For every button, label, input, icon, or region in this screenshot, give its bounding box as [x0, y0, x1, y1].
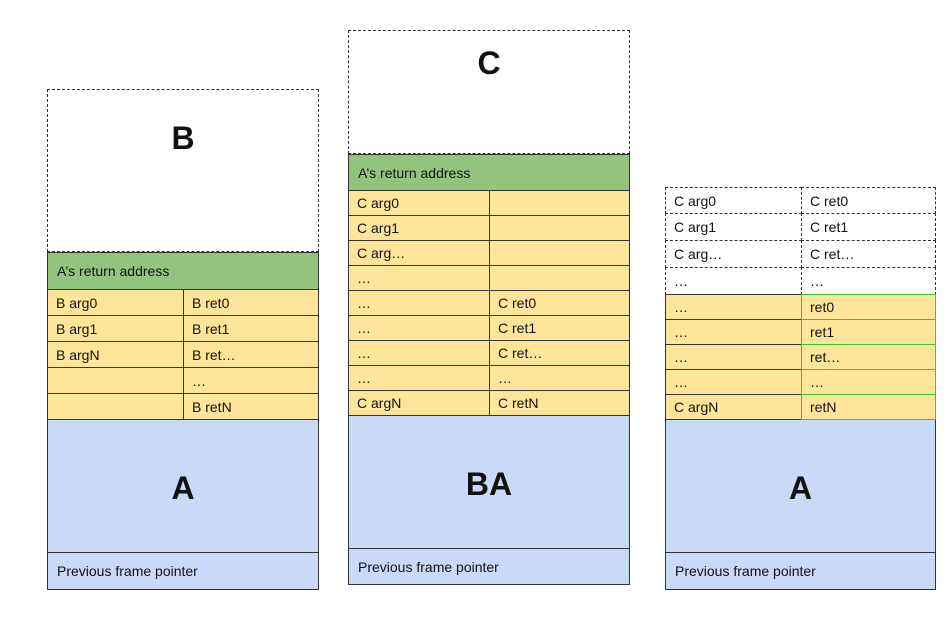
right-frame-a-label: A	[788, 470, 813, 506]
middle-frame-c-label: C	[477, 45, 501, 81]
middle-arg-cell: …	[348, 340, 490, 366]
table-row: C arg…	[348, 240, 630, 266]
table-row: B argN B ret…	[47, 341, 319, 368]
table-row: C arg… C ret…	[665, 240, 936, 268]
middle-ret-cell: C retN	[489, 390, 630, 416]
right-callee-ret-cell: C ret…	[801, 240, 936, 268]
middle-ret-cell	[489, 265, 630, 291]
right-arg-cell: C argN	[665, 394, 802, 420]
left-ret-cell: B ret1	[183, 315, 319, 342]
middle-ret-cell	[489, 240, 630, 266]
left-ret-cell: B retN	[183, 393, 319, 420]
right-arg-cell: …	[665, 344, 802, 370]
middle-arg-cell: …	[348, 365, 490, 391]
left-arg-cell: B arg0	[47, 289, 184, 316]
left-arg-cell	[47, 393, 184, 420]
table-row: C arg1	[348, 215, 630, 241]
table-row: … C ret0	[348, 290, 630, 316]
middle-ret-cell	[489, 190, 630, 216]
right-previous-frame-pointer: Previous frame pointer	[665, 552, 936, 590]
middle-ret-cell: …	[489, 365, 630, 391]
middle-return-address: A’s return address	[348, 154, 630, 191]
right-callee-arg-cell: …	[665, 267, 802, 295]
middle-previous-frame-pointer: Previous frame pointer	[348, 548, 630, 585]
right-arg-cell: …	[665, 319, 802, 345]
left-previous-frame-pointer: Previous frame pointer	[47, 552, 319, 590]
table-row: … C ret1	[348, 315, 630, 341]
right-ret-cell: retN	[801, 394, 936, 420]
right-callee-ret-cell: …	[801, 267, 936, 295]
table-row: … …	[665, 369, 936, 395]
table-row: … …	[665, 267, 936, 295]
table-row: B arg0 B ret0	[47, 289, 319, 316]
left-frame-a: A	[47, 419, 319, 553]
middle-frame-c: C	[348, 30, 630, 154]
left-frame-a-label: A	[171, 470, 195, 506]
table-row: …	[348, 265, 630, 291]
table-row: C arg1 C ret1	[665, 213, 936, 241]
middle-frame-ba: BA	[348, 415, 630, 549]
right-callee-ret-cell: C ret1	[801, 213, 936, 241]
table-row: … C ret…	[348, 340, 630, 366]
middle-stack: C A’s return address C arg0 C arg1 C arg…	[348, 30, 630, 585]
right-frame-a: A	[665, 419, 936, 553]
right-ret-cell: ret…	[801, 344, 936, 370]
middle-arg-cell: …	[348, 265, 490, 291]
table-row: C arg0	[348, 190, 630, 216]
table-row: …	[47, 367, 319, 394]
right-ret-cell: …	[801, 369, 936, 395]
middle-arg-cell: C arg0	[348, 190, 490, 216]
right-stack: C arg0 C ret0 C arg1 C ret1 C arg… C ret…	[665, 187, 936, 590]
table-row: … ret0	[665, 294, 936, 320]
middle-arg-cell: …	[348, 315, 490, 341]
left-stack: B A’s return address B arg0 B ret0 B arg…	[47, 89, 319, 590]
left-ret-cell: …	[183, 367, 319, 394]
table-row: C argN retN	[665, 394, 936, 420]
right-arg-cell: …	[665, 294, 802, 320]
right-callee-arg-cell: C arg…	[665, 240, 802, 268]
middle-frame-ba-label: BA	[465, 466, 513, 502]
left-frame-b: B	[47, 89, 319, 252]
middle-arg-cell: …	[348, 290, 490, 316]
left-ret-cell: B ret…	[183, 341, 319, 368]
left-arg-cell	[47, 367, 184, 394]
right-ret-cell: ret0	[801, 294, 936, 320]
middle-arg-cell: C argN	[348, 390, 490, 416]
right-callee-arg-cell: C arg0	[665, 187, 802, 214]
middle-arg-cell: C arg1	[348, 215, 490, 241]
middle-ret-cell: C ret1	[489, 315, 630, 341]
left-arg-cell: B argN	[47, 341, 184, 368]
right-ret-cell: ret1	[801, 319, 936, 345]
right-callee-arg-cell: C arg1	[665, 213, 802, 241]
left-arg-cell: B arg1	[47, 315, 184, 342]
table-row: B arg1 B ret1	[47, 315, 319, 342]
middle-ret-cell: C ret0	[489, 290, 630, 316]
left-ret-cell: B ret0	[183, 289, 319, 316]
left-frame-b-label: B	[171, 120, 195, 156]
table-row: C arg0 C ret0	[665, 187, 936, 214]
right-arg-cell: …	[665, 369, 802, 395]
table-row: C argN C retN	[348, 390, 630, 416]
middle-arg-cell: C arg…	[348, 240, 490, 266]
left-return-address: A’s return address	[47, 252, 319, 290]
middle-ret-cell	[489, 215, 630, 241]
right-callee-ret-cell: C ret0	[801, 187, 936, 214]
table-row: … ret1	[665, 319, 936, 345]
middle-ret-cell: C ret…	[489, 340, 630, 366]
table-row: … ret…	[665, 344, 936, 370]
table-row: B retN	[47, 393, 319, 420]
table-row: … …	[348, 365, 630, 391]
